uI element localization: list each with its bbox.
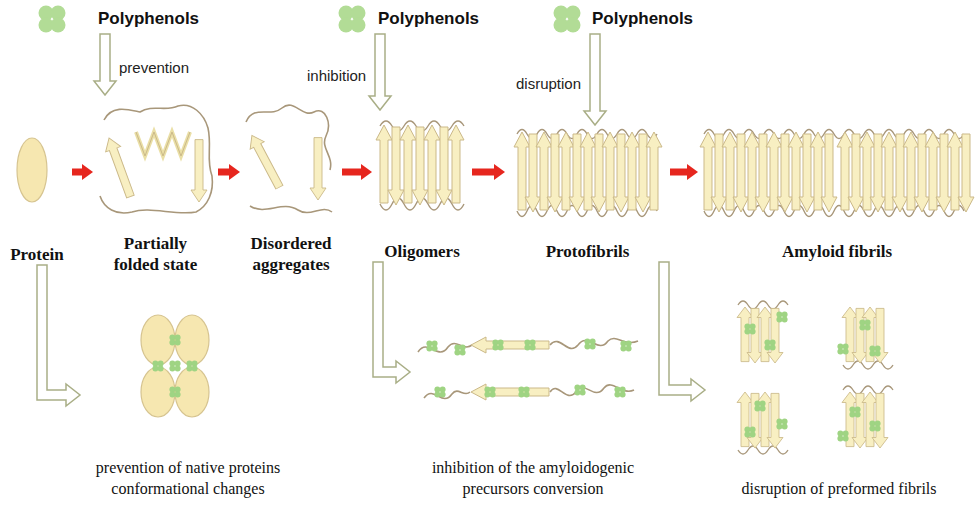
stage-node: Amyloid fibrils [698, 125, 976, 262]
inhibited-strand-shape [418, 337, 638, 400]
polyphenol-node: Polyphenols [36, 4, 206, 34]
polyphenol-icon [39, 6, 66, 33]
stage-label: Protein [10, 245, 64, 265]
disordered-aggregate-shape [245, 105, 332, 212]
red-arrow [472, 164, 505, 180]
red-arrow [670, 164, 698, 180]
edge-label: disruption [516, 75, 581, 93]
amyloid-fibril-shape [700, 130, 974, 217]
stage-node: Oligomers [372, 110, 472, 262]
protofibril-shape [514, 130, 662, 217]
polyphenol-node: Polyphenols [551, 4, 700, 34]
polyphenol-icon [554, 6, 581, 33]
red-arrow [218, 164, 240, 180]
hollow-arrow [94, 34, 116, 95]
polyphenol-icon [339, 6, 366, 33]
polyphenol-node: Polyphenols [336, 4, 486, 34]
stage-label: Oligomers [384, 242, 460, 262]
partially-folded-shape [100, 105, 212, 213]
stage-node: Protofibrils [505, 125, 670, 262]
protein-shape [17, 138, 47, 202]
hollow-elbow-arrow [373, 262, 410, 383]
polyphenol-label: Polyphenols [98, 9, 199, 29]
edge-label: prevention [119, 59, 189, 77]
stage-label: Amyloid fibrils [782, 242, 892, 262]
red-arrow [72, 164, 93, 180]
stage-label: Partially folded state [103, 234, 208, 275]
outcome-node: disruption of preformed fibrils [705, 290, 973, 500]
hollow-arrow [369, 34, 391, 110]
polyphenol-label: Polyphenols [592, 9, 693, 29]
outcome-label: inhibition of the amyloidogenic precurso… [410, 458, 656, 500]
outcome-node: inhibition of the amyloidogenic precurso… [410, 300, 656, 500]
polyphenol-label: Polyphenols [378, 9, 479, 29]
outcome-label: disruption of preformed fibrils [741, 479, 936, 500]
stage-node: Protein [2, 130, 72, 265]
stage-node: Disordered aggregates [240, 100, 342, 275]
stage-label: Protofibrils [546, 242, 630, 262]
outcome-node: prevention of native proteins conformati… [80, 300, 296, 500]
outcome-label: prevention of native proteins conformati… [80, 458, 296, 500]
fibril-fragment-shape [737, 301, 893, 454]
edge-label: inhibition [307, 67, 366, 85]
hollow-arrow [584, 34, 606, 125]
hollow-elbow-arrow [37, 265, 80, 406]
stage-label: Disordered aggregates [240, 234, 342, 275]
stage-node: Partially folded state [93, 95, 218, 275]
stabilised-protein-shape [141, 315, 209, 417]
hollow-elbow-arrow [659, 262, 705, 401]
oligomer-shape [376, 121, 464, 210]
red-arrow [342, 164, 372, 180]
